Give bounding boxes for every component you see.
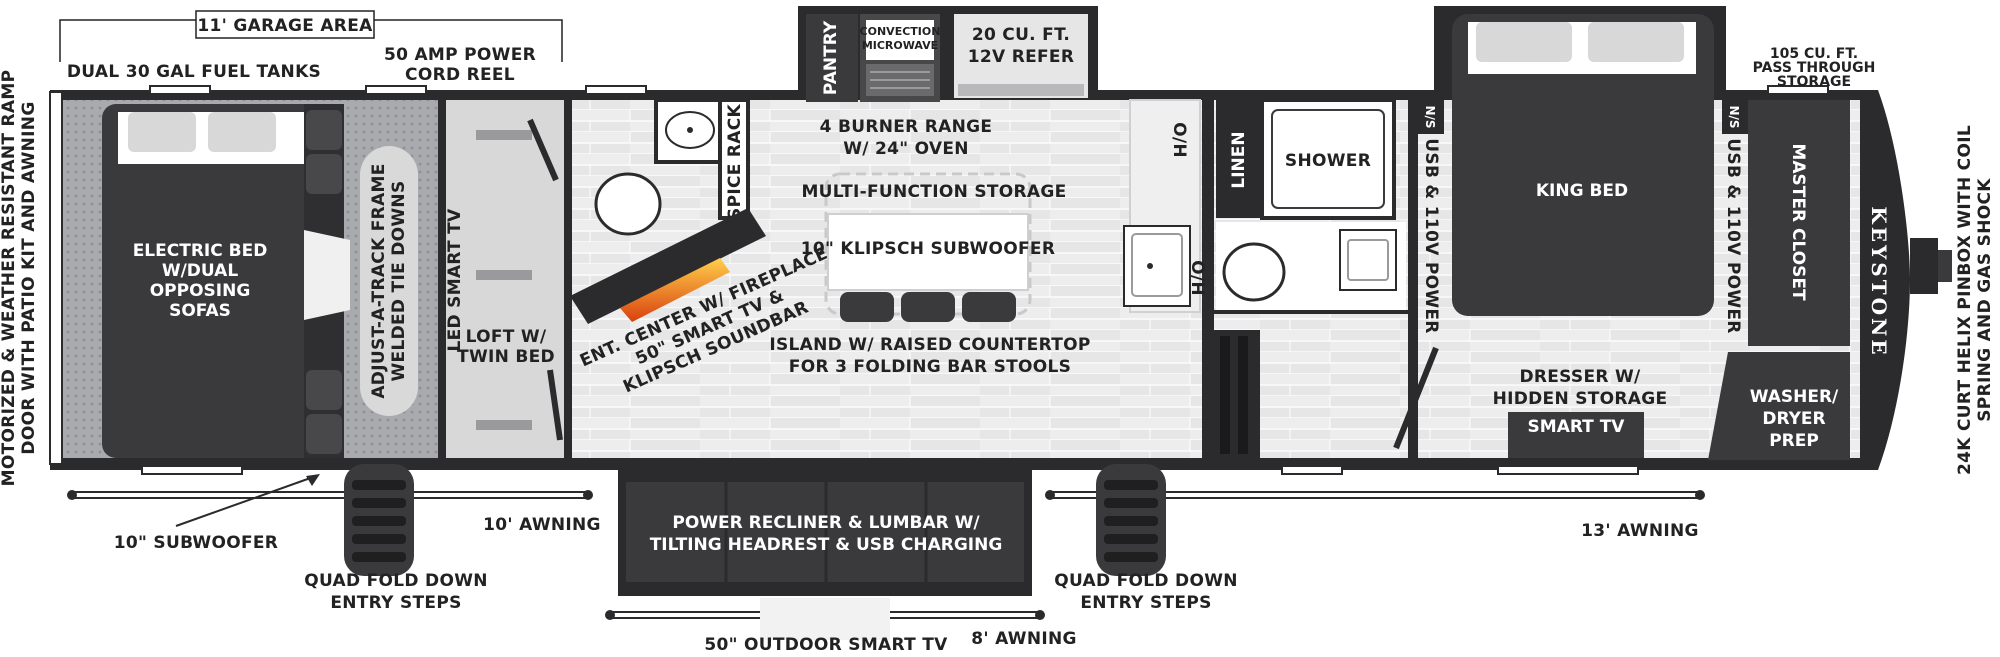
bottom-door-2 bbox=[1281, 465, 1343, 475]
cord-reel-door bbox=[365, 85, 427, 95]
keystone-brand: KEYSTONE bbox=[1867, 206, 1891, 357]
quad-steps-1-label-b: ENTRY STEPS bbox=[330, 593, 461, 613]
spice-rack-label: SPICE RACK bbox=[725, 104, 745, 220]
ramp-door-label-2: DOOR WITH PATIO KIT AND AWNING bbox=[19, 101, 39, 454]
entertainment-center bbox=[570, 208, 766, 324]
shower-label: SHOWER bbox=[1285, 151, 1371, 171]
island-label-2: FOR 3 FOLDING BAR STOOLS bbox=[789, 357, 1071, 377]
loft-label-2: TWIN BED bbox=[457, 347, 555, 367]
refer-label-1: 20 CU. FT. bbox=[972, 25, 1070, 45]
nightstand-left bbox=[1418, 100, 1444, 134]
microwave-label-1: CONVECTION bbox=[860, 25, 941, 38]
refer-label-2: 12V REFER bbox=[968, 47, 1074, 67]
garage-area-label-box bbox=[195, 10, 375, 39]
bedroom-wall-left bbox=[1408, 92, 1418, 462]
bar-stool-2 bbox=[901, 292, 955, 322]
electric-bed-label-1: ELECTRIC BED bbox=[133, 241, 268, 261]
half-bath-toilet bbox=[594, 172, 662, 236]
pantry-label: PANTRY bbox=[821, 20, 841, 95]
pass-through-label-3: STORAGE bbox=[1777, 74, 1851, 90]
master-bath-toilet bbox=[1222, 242, 1286, 302]
quad-steps-2-label-a: QUAD FOLD DOWN bbox=[1054, 571, 1238, 591]
recliner-label-2: TILTING HEADREST & USB CHARGING bbox=[650, 535, 1003, 555]
dresser-label-2: HIDDEN STORAGE bbox=[1493, 389, 1668, 409]
fuel-tank-door bbox=[149, 85, 211, 95]
awning-13 bbox=[1045, 490, 1705, 500]
ramp-door-label-1: MOTORIZED & WEATHER RESISTANT RAMP bbox=[0, 70, 19, 487]
dresser-label-1: DRESSER W/ bbox=[1519, 367, 1641, 387]
quad-steps-1-label-a: QUAD FOLD DOWN bbox=[304, 571, 488, 591]
bar-stool-3 bbox=[962, 292, 1016, 322]
master-closet bbox=[1748, 100, 1850, 346]
linen-cabinet bbox=[1216, 100, 1260, 218]
ns-right-label: N/S bbox=[1727, 105, 1741, 128]
klipsch-subwoofer-label: 10" KLIPSCH SUBWOOFER bbox=[801, 239, 1055, 259]
adjust-track-label-1: ADJUST-A-TRACK FRAME bbox=[369, 163, 389, 398]
adjust-track-label-2: WELDED TIE DOWNS bbox=[389, 181, 409, 382]
smart-tv-label: SMART TV bbox=[1528, 417, 1626, 437]
microwave-label-2: MICROWAVE bbox=[862, 39, 938, 52]
loft-divider-wall bbox=[564, 92, 572, 462]
washer-label-2: DRYER bbox=[1762, 409, 1825, 429]
power-cord-label-2: CORD REEL bbox=[405, 65, 515, 85]
multi-storage-label: MULTI-FUNCTION STORAGE bbox=[801, 182, 1066, 202]
bottom-door-3 bbox=[1497, 465, 1639, 475]
usb-right-label: USB & 110V POWER bbox=[1723, 138, 1743, 333]
king-bed bbox=[1452, 14, 1714, 316]
adjust-a-track bbox=[360, 146, 418, 416]
linen-label: LINEN bbox=[1229, 131, 1249, 188]
fuel-tanks-label: DUAL 30 GAL FUEL TANKS bbox=[67, 62, 321, 82]
outdoor-tv-label: 50" OUTDOOR SMART TV bbox=[704, 635, 948, 655]
loft-label-1: LOFT W/ bbox=[466, 327, 547, 347]
pantry bbox=[806, 14, 858, 102]
subwoofer-garage-label: 10" SUBWOOFER bbox=[114, 533, 278, 553]
range-label-1: 4 BURNER RANGE bbox=[820, 117, 993, 137]
quad-steps-2-label-b: ENTRY STEPS bbox=[1080, 593, 1211, 613]
pass-through-label-2: PASS THROUGH bbox=[1753, 60, 1876, 76]
subwoofer-leader bbox=[175, 475, 317, 527]
washer-dryer-prep bbox=[1708, 352, 1850, 460]
ns-left-label: N/S bbox=[1423, 105, 1437, 128]
bath-wall-left bbox=[1202, 92, 1214, 462]
top-door-3 bbox=[585, 85, 647, 95]
oh-label-bottom: O/H bbox=[1187, 260, 1207, 296]
entry-steps-1 bbox=[344, 464, 414, 576]
garage-wall bbox=[438, 92, 446, 462]
fireplace-flames bbox=[620, 258, 730, 322]
king-bed-label: KING BED bbox=[1536, 181, 1628, 201]
pass-through-label-1: 105 CU. FT. bbox=[1770, 46, 1858, 62]
pinbox-label-2: SPRING AND GAS SHOCK bbox=[1975, 178, 1995, 422]
pinbox-label-1: 24K CURT HELIX PINBOX WITH COIL bbox=[1955, 125, 1975, 475]
led-smart-tv-label: LED SMART TV bbox=[445, 208, 465, 352]
washer-label-3: PREP bbox=[1769, 431, 1819, 451]
oh-label-top: O/H bbox=[1169, 122, 1189, 158]
recliner-label-1: POWER RECLINER & LUMBAR W/ bbox=[672, 513, 980, 533]
washer-label-1: WASHER/ bbox=[1750, 387, 1839, 407]
master-closet-label: MASTER CLOSET bbox=[1788, 143, 1808, 301]
dresser-smart-tv bbox=[1508, 412, 1644, 458]
nightstand-right bbox=[1722, 100, 1748, 134]
top-door-4 bbox=[1767, 85, 1829, 95]
usb-left-label: USB & 110V POWER bbox=[1421, 138, 1441, 333]
electric-bed-label-2: W/DUAL bbox=[162, 261, 239, 281]
kitchen-island bbox=[827, 213, 1029, 291]
entry-steps-2 bbox=[1096, 464, 1166, 576]
awning-10 bbox=[67, 490, 593, 500]
outdoor-smart-tv bbox=[760, 598, 890, 640]
ramp-door bbox=[49, 91, 63, 465]
bottom-door-1 bbox=[141, 465, 243, 475]
garage-area-label: 11' GARAGE AREA bbox=[197, 16, 373, 36]
electric-bed bbox=[102, 104, 350, 458]
island-label-1: ISLAND W/ RAISED COUNTERTOP bbox=[769, 335, 1090, 355]
awning-10-label: 10' AWNING bbox=[483, 515, 601, 535]
range-label-2: W/ 24" OVEN bbox=[843, 139, 969, 159]
awning-13-label: 13' AWNING bbox=[1581, 521, 1699, 541]
electric-bed-label-3: OPPOSING bbox=[150, 281, 251, 301]
awning-8-label: 8' AWNING bbox=[971, 629, 1077, 649]
electric-bed-label-4: SOFAS bbox=[169, 301, 231, 321]
power-cord-label-1: 50 AMP POWER bbox=[384, 45, 536, 65]
bar-stool-1 bbox=[840, 292, 894, 322]
